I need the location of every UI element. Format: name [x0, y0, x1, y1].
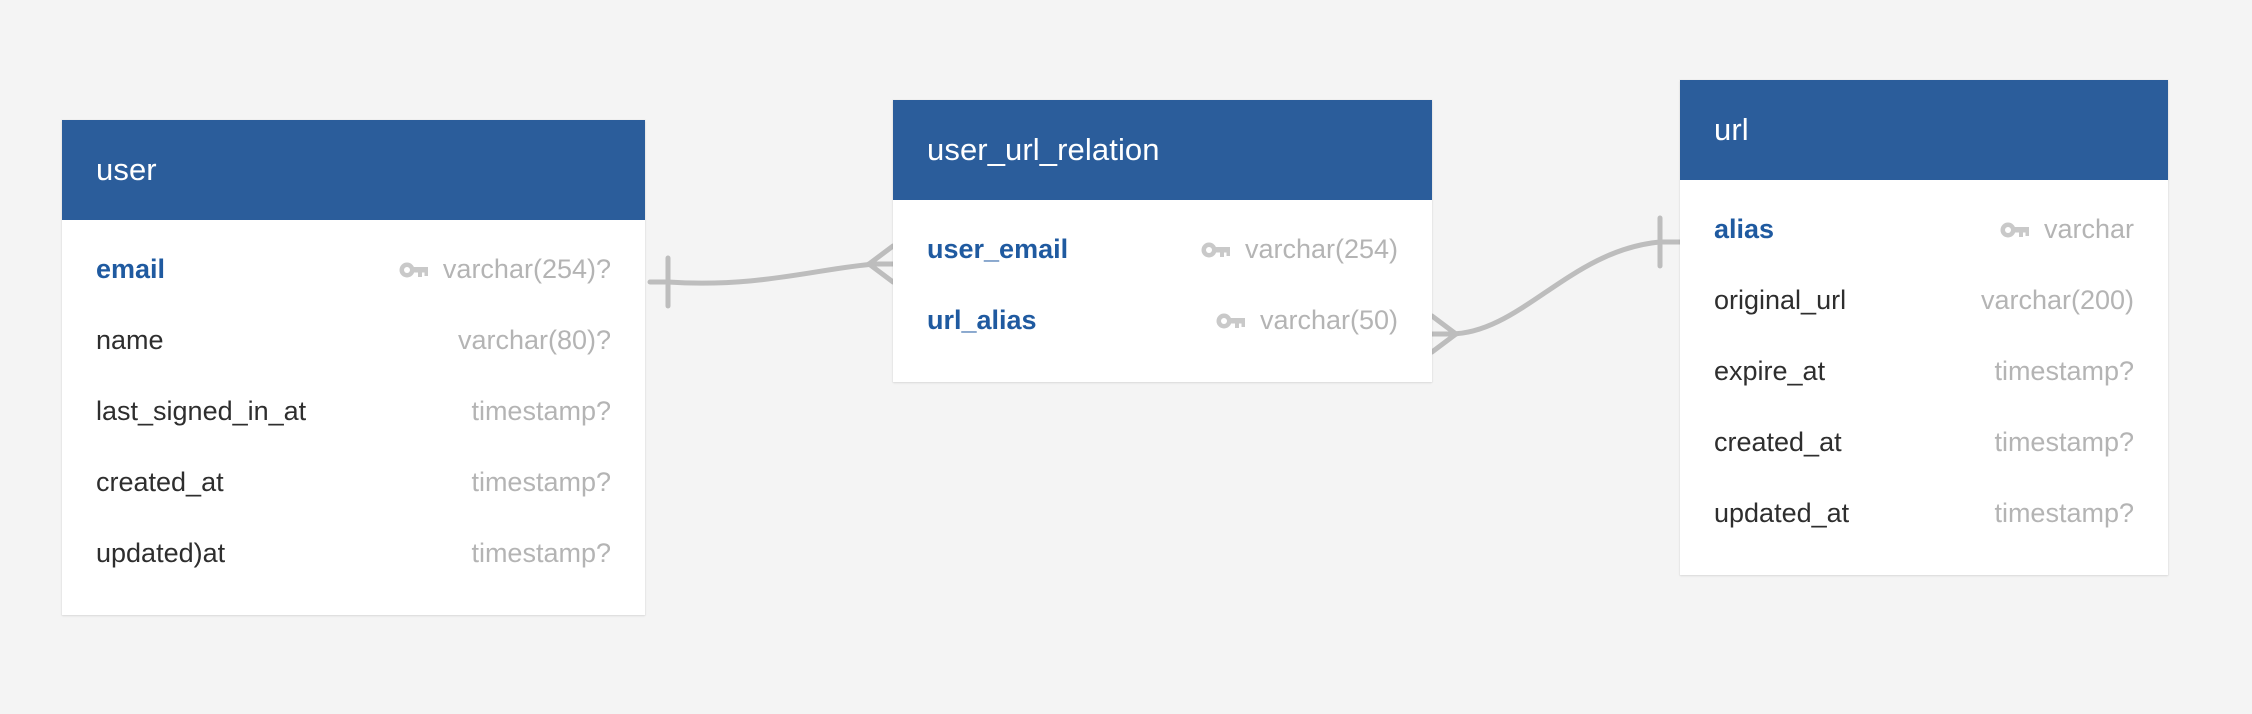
entity-user_url_relation-title: user_url_relation	[927, 132, 1160, 167]
connector-url-to-user_url_relation	[1429, 215, 1683, 355]
field-row[interactable]: url_alias varchar(50)	[893, 285, 1432, 356]
key-icon	[1216, 312, 1246, 330]
connector-user-to-user_url_relation	[647, 243, 896, 309]
field-name: created_at	[96, 467, 224, 497]
field-name: updated)at	[96, 538, 226, 568]
field-row[interactable]: created_at timestamp?	[62, 447, 645, 518]
field-type: varchar(254)?	[442, 254, 611, 284]
entity-user_url_relation-fields: user_email varchar(254) ur	[893, 200, 1432, 382]
field-row[interactable]: created_at timestamp?	[1680, 407, 2168, 478]
entity-user-fields: email varchar(254)? name	[62, 220, 645, 615]
field-name: updated_at	[1714, 498, 1850, 528]
entity-user_url_relation-header: user_url_relation	[893, 100, 1432, 200]
entity-user[interactable]: user email varchar(254)?	[62, 120, 645, 615]
key-icon	[1201, 241, 1231, 259]
entity-user_url_relation[interactable]: user_url_relation user_email var	[893, 100, 1432, 382]
field-row[interactable]: user_email varchar(254)	[893, 214, 1432, 285]
entity-url-title: url	[1714, 112, 1749, 147]
field-row[interactable]: updated)at timestamp?	[62, 518, 645, 589]
field-name: user_email	[927, 234, 1069, 264]
cardinality-many-foot	[866, 243, 896, 267]
field-name: url_alias	[927, 305, 1037, 335]
field-row[interactable]: original_url varchar(200)	[1680, 265, 2168, 336]
field-row[interactable]: name varchar(80)?	[62, 305, 645, 376]
field-name: name	[96, 325, 164, 355]
field-type: timestamp?	[1994, 356, 2134, 386]
field-row[interactable]: last_signed_in_at timestamp?	[62, 376, 645, 447]
field-name: alias	[1714, 214, 1775, 244]
field-type: timestamp?	[471, 467, 611, 497]
field-type: varchar(80)?	[457, 325, 611, 355]
key-icon	[2000, 221, 2030, 239]
cardinality-many-foot	[1429, 313, 1459, 337]
entity-url-fields: alias varchar original_url	[1680, 180, 2168, 575]
field-type: varchar(200)	[1980, 285, 2134, 315]
field-type: varchar(50)	[1259, 305, 1398, 335]
entity-url-header: url	[1680, 80, 2168, 180]
field-row[interactable]: expire_at timestamp?	[1680, 336, 2168, 407]
field-name: original_url	[1714, 285, 1847, 315]
entity-user-header: user	[62, 120, 645, 220]
key-icon	[399, 261, 429, 279]
entity-url[interactable]: url alias varchar	[1680, 80, 2168, 575]
field-name: last_signed_in_at	[96, 396, 307, 426]
field-type: timestamp?	[1994, 427, 2134, 457]
field-name: created_at	[1714, 427, 1842, 457]
field-row[interactable]: updated_at timestamp?	[1680, 478, 2168, 549]
field-name: expire_at	[1714, 356, 1826, 386]
field-row[interactable]: email varchar(254)?	[62, 234, 645, 305]
field-type: varchar	[2043, 214, 2134, 244]
field-type: timestamp?	[471, 396, 611, 426]
field-type: timestamp?	[1994, 498, 2134, 528]
entity-user-title: user	[96, 152, 157, 187]
field-type: varchar(254)	[1244, 234, 1398, 264]
field-row[interactable]: alias varchar	[1680, 194, 2168, 265]
field-name: email	[96, 254, 166, 284]
field-type: timestamp?	[471, 538, 611, 568]
